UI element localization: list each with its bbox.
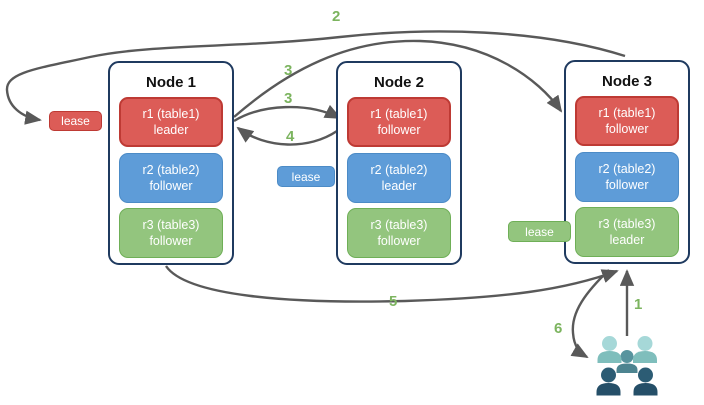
users-group-icon (596, 336, 658, 396)
replica-name: r2 (table2) (598, 162, 656, 176)
replica-role: follower (149, 234, 193, 248)
node1-r2-box: r2 (table2) follower (119, 153, 223, 203)
replica-name: r3 (table3) (142, 218, 200, 232)
node-2-title: Node 2 (373, 74, 424, 91)
node-3: Node 3 r1 (table1) follower r2 (table2) … (564, 60, 690, 264)
replica-role: follower (377, 123, 421, 137)
step-label-2: 2 (332, 8, 341, 25)
node-1: Node 1 r1 (table1) leader r2 (table2) fo… (108, 61, 234, 265)
step-label-5: 5 (389, 293, 398, 310)
replica-role: follower (377, 234, 421, 248)
step-label-1: 1 (634, 296, 643, 313)
replica-role: leader (153, 123, 189, 137)
replica-role: follower (605, 178, 649, 192)
replica-name: r1 (table1) (142, 107, 200, 121)
node2-r2-box: r2 (table2) leader (347, 153, 451, 203)
arrow-step-5-node1-to-node3 (165, 265, 619, 303)
arrow-step-3-node1-to-node3 (233, 39, 563, 118)
replica-name: r2 (table2) (142, 163, 200, 177)
node2-r1-box: r1 (table1) follower (347, 97, 451, 147)
arrow-step-3-node1-to-node2 (233, 104, 342, 123)
step-label-3a: 3 (284, 62, 293, 79)
node2-r3-box: r3 (table3) follower (347, 208, 451, 258)
lease-badge-red: lease (49, 111, 102, 131)
node1-r1-box: r1 (table1) leader (119, 97, 223, 147)
replica-role: leader (381, 179, 417, 193)
replica-role: leader (609, 233, 645, 247)
node-1-title: Node 1 (145, 74, 196, 91)
replica-name: r2 (table2) (370, 163, 428, 177)
lease-badge-green: lease (508, 221, 571, 242)
replica-role: follower (149, 179, 193, 193)
arrow-step-6-node3-to-users (570, 269, 610, 359)
step-label-6: 6 (554, 320, 563, 337)
node-2: Node 2 r1 (table1) follower r2 (table2) … (336, 61, 462, 265)
replica-name: r3 (table3) (598, 217, 656, 231)
replica-name: r3 (table3) (370, 218, 428, 232)
replica-role: follower (605, 122, 649, 136)
node-3-title: Node 3 (601, 73, 652, 90)
arrow-step-4-node2-to-node1 (236, 126, 338, 146)
node1-r3-box: r3 (table3) follower (119, 208, 223, 258)
node3-r1-box: r1 (table1) follower (575, 96, 679, 146)
lease-badge-blue: lease (277, 166, 335, 187)
step-label-3b: 3 (284, 90, 293, 107)
replica-name: r1 (table1) (370, 107, 428, 121)
replica-name: r1 (table1) (598, 106, 656, 120)
arrow-step-2-node3-to-lease1 (5, 30, 626, 125)
step-label-4: 4 (286, 128, 295, 145)
node3-r3-box: r3 (table3) leader (575, 207, 679, 257)
node3-r2-box: r2 (table2) follower (575, 152, 679, 202)
